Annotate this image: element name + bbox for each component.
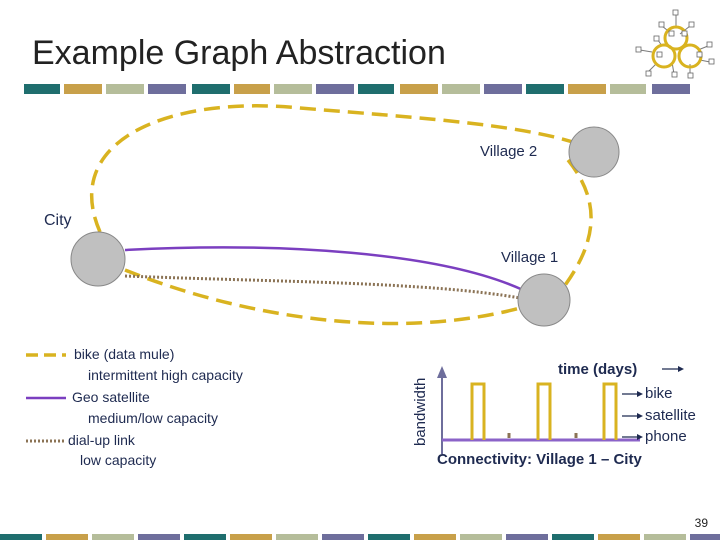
legend-dialup-desc: low capacity [80,452,157,468]
node-label-village1: Village 1 [501,249,559,266]
node-village2 [568,126,620,178]
timeline-series-bike: bike [645,385,673,402]
legend-bike-desc: intermittent high capacity [88,367,243,383]
timeline-series-satellite: satellite [645,407,696,424]
timeline-caption: Connectivity: Village 1 – City [437,451,642,468]
timeline-x-label: time (days) [558,361,638,378]
page-title: Example Graph Abstraction [32,34,446,72]
node-label-village2: Village 2 [480,143,538,160]
legend-bike-label: bike (data mule) [74,346,175,362]
legend-satellite-label: Geo satellite [72,389,150,405]
timeline-y-label: bandwidth [412,377,429,446]
bike-link-city-village1 [124,268,521,326]
legend-satellite-desc: medium/low capacity [88,410,218,426]
timeline-series-phone: phone [645,428,687,445]
bike-link-city-village2 [90,104,595,233]
dialup-link [124,274,521,300]
page-number: 39 [694,516,708,530]
legend-dialup-label: dial-up link [68,432,135,448]
bike-link-village2-village1 [558,158,593,294]
timeline-y-arrow [437,366,447,378]
node-city [70,231,126,287]
node-village1 [517,273,571,327]
satellite-link [124,246,524,292]
timeline-bike-pulses [470,382,618,440]
node-label-city: City [44,212,72,229]
